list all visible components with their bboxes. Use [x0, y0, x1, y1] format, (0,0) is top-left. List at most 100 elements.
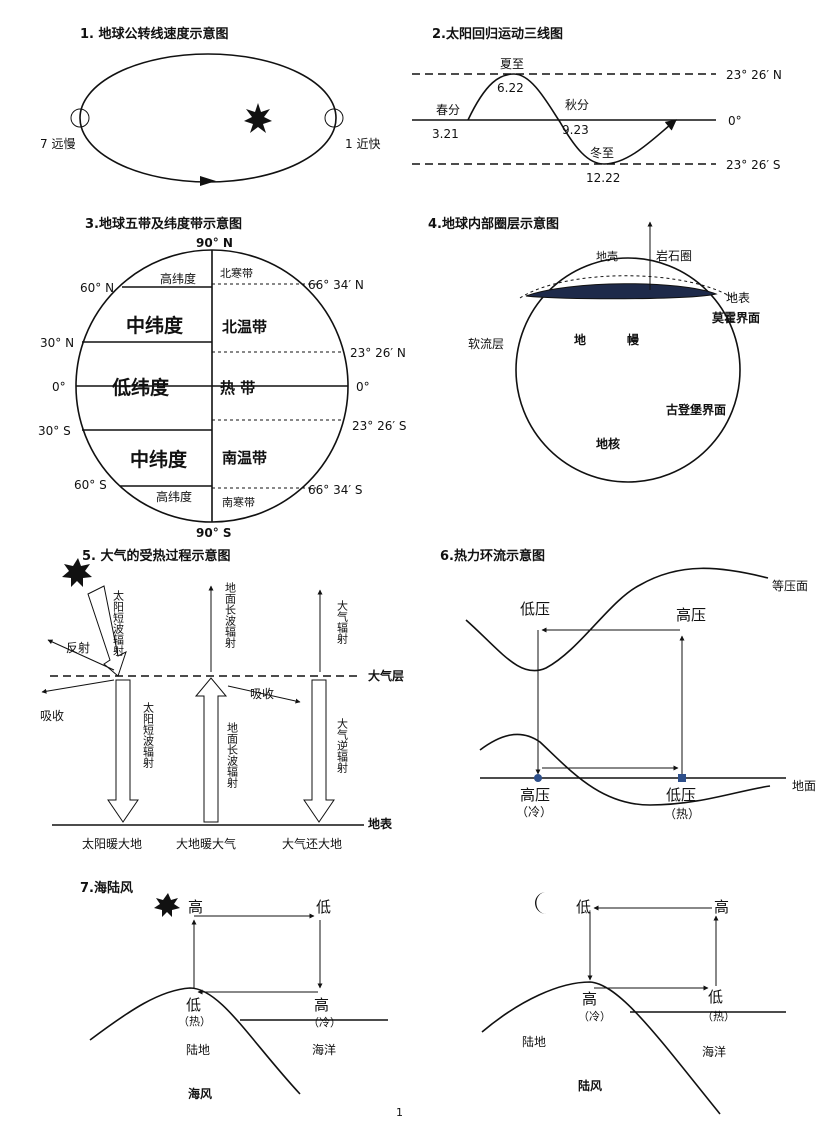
lat-2326n-label: 23° 26′ N [350, 346, 406, 360]
atmosphere-radiation-label: 大气辐射 [336, 599, 349, 645]
sea-breeze-caption: 海风 [188, 1086, 212, 1101]
five-zones-diagram: 3.地球五带及纬度带示意图 90° N 90° S 60° N 30° N 0°… [38, 216, 407, 540]
land-breeze-land-profile [481, 981, 721, 1115]
sea-breeze-upper-low: 低 [316, 898, 331, 916]
upper-high-label: 高压 [676, 606, 706, 624]
land-breeze-surface-low-note: （热） [702, 1010, 735, 1023]
earth-perihelion [324, 108, 344, 128]
sea-breeze-surface-low-note: （热） [178, 1015, 211, 1028]
land-breeze-surface-high: 高 [582, 990, 597, 1008]
solar-shortwave-in-arrow [87, 585, 127, 677]
surface-high-label: 高压 [520, 786, 550, 804]
winter-solstice-label: 冬至 [590, 145, 614, 160]
five-zones-title: 3.地球五带及纬度带示意图 [85, 216, 242, 232]
mantle-label-a: 地 [574, 332, 586, 347]
reflection-arrow [47, 639, 115, 671]
caption-air-returns-ground: 大气还大地 [282, 836, 342, 851]
solar-path-curve [467, 73, 677, 165]
solar-down-label: 太阳短波辐射 [142, 702, 155, 769]
atmosphere-title: 5. 大气的受热过程示意图 [82, 548, 231, 564]
south-frigid-zone-label: 南寒带 [222, 495, 255, 509]
ground-up-label: 地面长波辐射 [226, 722, 239, 789]
aphelion-label: 7 远慢 [40, 137, 75, 151]
sea-breeze-upper-high: 高 [188, 898, 203, 916]
sea-breeze-land-label: 陆地 [186, 1042, 210, 1057]
ground-label: 地表 [368, 816, 393, 831]
earth-circle [515, 257, 741, 483]
reflection-label: 反射 [66, 640, 90, 655]
absorption-middle-label: 吸收 [250, 687, 274, 701]
caption-ground-warms-air: 大地暖大气 [176, 836, 236, 851]
lat-23n-label: 23° 26′ N [726, 68, 782, 82]
counter-radiation-label: 大气逆辐射 [336, 717, 349, 774]
sea-breeze-surface-low: 低 [186, 996, 201, 1014]
lat-2326s-label: 23° 26′ S [352, 419, 407, 433]
autumn-equinox-label: 秋分 [565, 98, 589, 112]
land-breeze-surface-high-note: （冷） [578, 1010, 611, 1023]
crust-layer [525, 283, 718, 300]
isobar-label: 等压面 [772, 579, 808, 593]
sea-land-title: 7.海陆风 [80, 880, 133, 896]
core-label: 地核 [596, 436, 620, 451]
lower-isobar-curve [479, 733, 771, 806]
lat-60s-label: 60° S [74, 478, 107, 492]
page-number: 1 [396, 1106, 403, 1119]
sun-icon [244, 103, 272, 133]
thermal-circulation-diagram: 6.热力环流示意图 等压面 低压 高压 高压 （冷） 低压 （热） 地面 [440, 548, 816, 821]
ground-longwave-label: 地面长波辐射 [224, 582, 237, 649]
lat-30n-label: 30° N [40, 336, 74, 350]
surface-high-note: （冷） [516, 805, 552, 819]
winter-solstice-date: 12.22 [586, 171, 620, 185]
atmosphere-heating-diagram: 5. 大气的受热过程示意图 反射 吸收 吸收 大气层 地表 太阳短波辐射 地面长… [40, 548, 404, 851]
moho-label: 莫霍界面 [712, 310, 760, 325]
sea-breeze-surface-high-note: （冷） [308, 1016, 341, 1029]
high-lat-south-label: 高纬度 [156, 489, 192, 504]
solar-migration-title: 2.太阳回归运动三线图 [432, 26, 563, 42]
ground-longwave-up-arrow [194, 677, 228, 823]
orbit-ellipse [79, 53, 337, 183]
sun-icon-sea-breeze [154, 893, 180, 917]
autumn-equinox-date: 9.23 [562, 123, 589, 137]
caption-sun-warms-ground: 太阳暖大地 [82, 836, 142, 851]
crust-label: 地壳 [596, 249, 618, 263]
lat-23s-label: 23° 26′ S [726, 158, 781, 172]
summer-solstice-date: 6.22 [497, 81, 524, 95]
high-lat-north-label: 高纬度 [160, 271, 196, 286]
surface-low-label: 低压 [666, 786, 696, 804]
land-breeze-caption: 陆风 [578, 1078, 602, 1093]
mantle-label-b: 幔 [627, 332, 640, 347]
moon-icon [535, 892, 546, 914]
sun-icon-atmosphere [62, 558, 92, 587]
lat-0-left-label: 0° [52, 380, 66, 394]
surface-label: 地表 [726, 291, 750, 305]
upper-low-label: 低压 [520, 600, 550, 618]
solar-in-label: 太阳短波辐射 [112, 590, 125, 657]
north-temperate-zone-label: 北温带 [222, 318, 267, 336]
earth-interior-title: 4.地球内部圈层示意图 [428, 216, 559, 232]
spring-equinox-date: 3.21 [432, 127, 459, 141]
lithosphere-label: 岩石圈 [656, 248, 692, 263]
sea-breeze-surface-high: 高 [314, 996, 329, 1014]
land-breeze-upper-low: 低 [576, 898, 591, 916]
perihelion-label: 1 近快 [345, 137, 380, 151]
low-lat-label: 低纬度 [111, 376, 170, 399]
sea-breeze-sea-label: 海洋 [312, 1042, 336, 1057]
north-pole-label: 90° N [196, 236, 233, 250]
counter-radiation-arrow [303, 679, 335, 823]
upper-isobar-curve [465, 567, 769, 672]
torrid-zone-label: 热 带 [220, 379, 255, 397]
north-frigid-zone-label: 北寒带 [220, 266, 253, 280]
absorption-left-arrow [41, 679, 115, 694]
thermal-ground-label: 地面 [792, 779, 816, 793]
land-breeze-land-label: 陆地 [522, 1034, 546, 1049]
orbit-title: 1. 地球公转线速度示意图 [80, 26, 229, 42]
lat-0-right-label: 0° [356, 380, 370, 394]
land-breeze-upper-high: 高 [714, 898, 729, 916]
lat-6634s-label: 66° 34′ S [308, 483, 363, 497]
thermal-title: 6.热力环流示意图 [440, 548, 545, 564]
south-pole-label: 90° S [196, 526, 232, 540]
solar-shortwave-down-arrow [107, 679, 139, 823]
surface-low-note: （热） [664, 807, 700, 821]
